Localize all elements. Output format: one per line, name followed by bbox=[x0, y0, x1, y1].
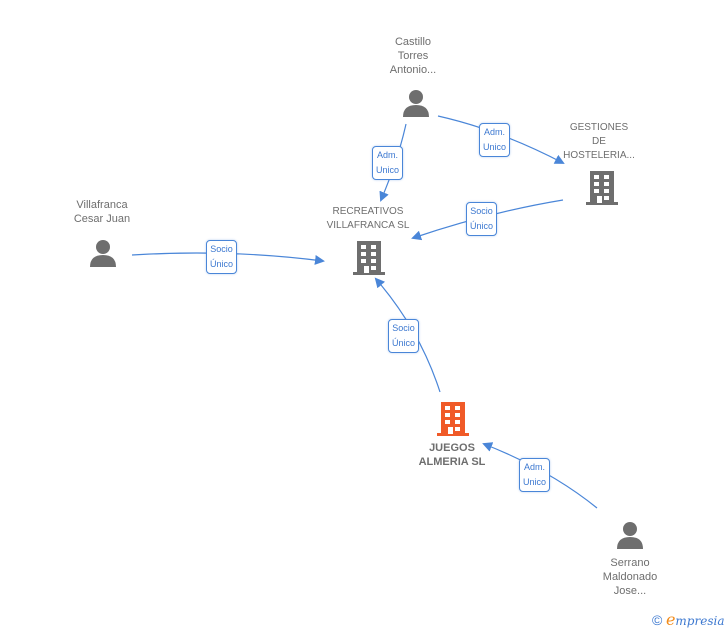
edge-label-juegos-recreativos[interactable]: Socio Único bbox=[388, 319, 420, 353]
edge-label-line: Único bbox=[210, 259, 234, 269]
edge-label-line: Adm. bbox=[377, 150, 399, 160]
edge-label-line: Socio bbox=[392, 323, 415, 333]
copyright-icon: © bbox=[652, 612, 663, 628]
node-label-recreativos[interactable]: RECREATIVOS VILLAFRANCA SL bbox=[308, 205, 428, 233]
node-label-castillo[interactable]: Castillo Torres Antonio... bbox=[366, 35, 460, 77]
edge-label-villafranca-recreativos[interactable]: Socio Único bbox=[206, 240, 238, 274]
label-line: JUEGOS bbox=[429, 442, 475, 454]
brand-first-letter: e bbox=[665, 610, 676, 629]
label-line: Cesar Juan bbox=[73, 213, 131, 225]
label-line: Jose... bbox=[613, 585, 647, 597]
label-line: VILLAFRANCA SL bbox=[326, 220, 410, 231]
label-line: RECREATIVOS bbox=[332, 206, 404, 217]
node-label-juegos[interactable]: JUEGOS ALMERIA SL bbox=[400, 441, 504, 469]
label-line: Castillo bbox=[394, 36, 432, 48]
edge-label-line: Adm. bbox=[484, 127, 506, 137]
label-line: DE bbox=[592, 136, 606, 147]
edge-label-line: Único bbox=[470, 221, 494, 231]
label-line: GESTIONES bbox=[569, 122, 629, 133]
node-label-gestiones[interactable]: GESTIONES DE HOSTELERIA... bbox=[550, 121, 648, 163]
person-icon[interactable] bbox=[401, 88, 431, 118]
building-icon[interactable] bbox=[353, 240, 385, 276]
edge-label-castillo-gestiones[interactable]: Adm. Unico bbox=[479, 123, 511, 157]
label-line: ALMERIA SL bbox=[418, 456, 486, 468]
person-icon[interactable] bbox=[615, 520, 645, 550]
label-line: Serrano bbox=[610, 557, 650, 569]
edge-label-line: Único bbox=[392, 338, 416, 348]
edge-label-serrano-juegos[interactable]: Adm. Unico bbox=[519, 458, 551, 492]
label-line: HOSTELERIA... bbox=[563, 150, 635, 161]
label-line: Villafranca bbox=[76, 199, 128, 211]
edge-label-line: Socio bbox=[210, 244, 233, 254]
edge-label-line: Unico bbox=[523, 477, 547, 487]
edge-label-line: Adm. bbox=[524, 462, 546, 472]
label-line: Torres bbox=[397, 50, 429, 62]
label-line: Antonio... bbox=[389, 64, 437, 76]
person-icon[interactable] bbox=[88, 238, 118, 268]
edge-label-gestiones-recreativos[interactable]: Socio Único bbox=[466, 202, 498, 236]
node-label-serrano[interactable]: Serrano Maldonado Jose... bbox=[583, 556, 677, 598]
edge-label-castillo-recreativos[interactable]: Adm. Unico bbox=[372, 146, 404, 180]
brand-rest: mpresia bbox=[675, 614, 725, 628]
brand-logo[interactable]: © empresia bbox=[652, 610, 724, 629]
building-icon[interactable] bbox=[586, 170, 618, 206]
node-label-villafranca[interactable]: Villafranca Cesar Juan bbox=[55, 198, 149, 226]
edge-label-line: Unico bbox=[483, 142, 507, 152]
edge-label-line: Unico bbox=[376, 165, 400, 175]
edge-label-line: Socio bbox=[470, 206, 493, 216]
label-line: Maldonado bbox=[602, 571, 658, 583]
building-icon-highlighted[interactable] bbox=[437, 401, 469, 437]
